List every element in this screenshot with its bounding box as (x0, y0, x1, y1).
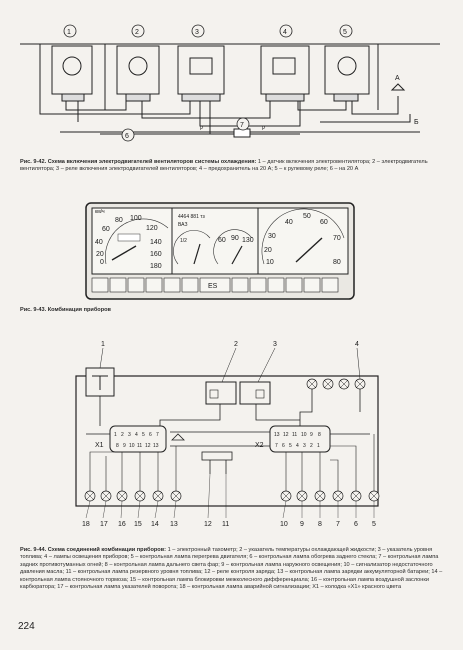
x1-pin-13: 13 (153, 443, 159, 449)
speed-tick-120: 120 (146, 225, 158, 232)
tacho-tick-10: 10 (266, 259, 274, 266)
x2-pin-6: 6 (282, 443, 285, 449)
callout-12: 12 (204, 521, 212, 528)
callout-top-2: 2 (234, 341, 238, 348)
x2-pin-7: 7 (275, 443, 278, 449)
fan-motor-wiring-diagram: 1 2 3 4 5 6 7 A Б P P (20, 24, 440, 142)
callout-14: 14 (151, 521, 159, 528)
lamp-label-es: ES (208, 283, 218, 290)
tacho-tick-80: 80 (333, 259, 341, 266)
callout-4: 4 (283, 29, 287, 36)
callout-17: 17 (100, 521, 108, 528)
x2-pin-2: 2 (310, 443, 313, 449)
connector-x1-label: X1 (95, 442, 104, 449)
x1-pin-7: 7 (156, 432, 159, 438)
figure-9-42: 1 2 3 4 5 6 7 A Б P P (0, 14, 463, 154)
x1-pin-1: 1 (114, 432, 117, 438)
x1-pin-10: 10 (129, 443, 135, 449)
tacho-tick-50: 50 (303, 213, 311, 220)
label-model: 4464 881 тз (178, 214, 206, 220)
fuel-tick-half: 1/2 (180, 238, 187, 244)
callout-7: 7 (240, 122, 244, 129)
speed-tick-20: 20 (96, 251, 104, 258)
tacho-tick-30: 30 (268, 233, 276, 240)
callout-9: 9 (300, 521, 304, 528)
motor-box-2 (116, 45, 160, 95)
callout-13: 13 (170, 521, 178, 528)
callout-10: 10 (280, 521, 288, 528)
callout-2: 2 (135, 29, 139, 36)
odometer (117, 233, 141, 242)
x1-pin-9: 9 (123, 443, 126, 449)
callout-6: 6 (354, 521, 358, 528)
callout-16: 16 (118, 521, 126, 528)
caption-9-42: Рис. 9-42. Схема включения электродвигат… (20, 159, 428, 173)
label-kmh: км/ч (95, 209, 105, 215)
tacho-tick-70: 70 (333, 235, 341, 242)
label-brand: ВАЗ (178, 222, 187, 228)
callout-6: 6 (125, 133, 129, 140)
x2-pin-10: 10 (301, 432, 307, 438)
instrument-cluster-drawing: км/ч 0 20 40 60 80 100 120 140 160 180 4… (85, 202, 355, 300)
temp-tick-90: 90 (231, 235, 239, 242)
x2-pin-11: 11 (292, 432, 297, 438)
tacho-tick-20: 20 (264, 247, 272, 254)
x1-pin-5: 5 (142, 432, 145, 438)
x1-pin-12: 12 (145, 443, 151, 449)
x1-pin-4: 4 (135, 432, 138, 438)
connector-x2-label: X2 (255, 442, 264, 449)
x2-pin-12: 12 (283, 432, 289, 438)
label-b: Б (414, 119, 419, 126)
x2-pin-4: 4 (296, 443, 299, 449)
callout-18: 18 (82, 521, 90, 528)
label-p1: P (200, 126, 204, 132)
callout-15: 15 (134, 521, 142, 528)
figure-9-44: X1 1 2 3 4 5 6 7 8 9 10 11 12 13 X2 13 1… (0, 334, 463, 546)
relay-box-3 (177, 45, 225, 95)
label-p2: P (262, 126, 266, 132)
page-number: 224 (18, 621, 35, 632)
callout-7: 7 (336, 521, 340, 528)
callout-3: 3 (195, 29, 199, 36)
speed-tick-40: 40 (95, 239, 103, 246)
x2-pin-3: 3 (303, 443, 306, 449)
speed-tick-180: 180 (150, 263, 162, 270)
x1-pin-2: 2 (121, 432, 124, 438)
speed-tick-140: 140 (150, 239, 162, 246)
caption-9-43: Рис. 9-43. Комбинация приборов (20, 307, 111, 313)
speed-tick-0: 0 (100, 259, 104, 266)
callout-1: 1 (67, 29, 71, 36)
speed-tick-100: 100 (130, 215, 142, 222)
callout-top-4: 4 (355, 341, 359, 348)
callout-5: 5 (372, 521, 376, 528)
figure-9-43: км/ч 0 20 40 60 80 100 120 140 160 180 4… (0, 198, 463, 304)
x2-pin-9: 9 (310, 432, 313, 438)
x1-pin-8: 8 (116, 443, 119, 449)
tacho-tick-60: 60 (320, 219, 328, 226)
temp-tick-60: 60 (218, 237, 226, 244)
x1-pin-6: 6 (149, 432, 152, 438)
tacho-tick-40: 40 (285, 219, 293, 226)
relay-box-4 (260, 45, 310, 95)
x1-pin-11: 11 (137, 443, 142, 449)
speed-tick-60: 60 (102, 226, 110, 233)
caption-9-44: Рис. 9-44. Схема соединений комбинации п… (20, 547, 443, 591)
speed-tick-80: 80 (115, 217, 123, 224)
x1-pin-3: 3 (128, 432, 131, 438)
label-a: A (395, 75, 400, 82)
callout-top-1: 1 (101, 341, 105, 348)
cluster-connection-diagram: X1 1 2 3 4 5 6 7 8 9 10 11 12 13 X2 13 1… (75, 341, 380, 528)
speed-tick-160: 160 (150, 251, 162, 258)
callout-5: 5 (343, 29, 347, 36)
x2-pin-13: 13 (274, 432, 280, 438)
x2-pin-1: 1 (317, 443, 320, 449)
x2-pin-8: 8 (318, 432, 321, 438)
callout-11: 11 (222, 521, 229, 528)
callout-8: 8 (318, 521, 322, 528)
motor-box-5 (324, 45, 370, 95)
temp-tick-130: 130 (242, 237, 254, 244)
callout-top-3: 3 (273, 341, 277, 348)
sensor-box-1 (51, 45, 93, 95)
x2-pin-5: 5 (289, 443, 292, 449)
